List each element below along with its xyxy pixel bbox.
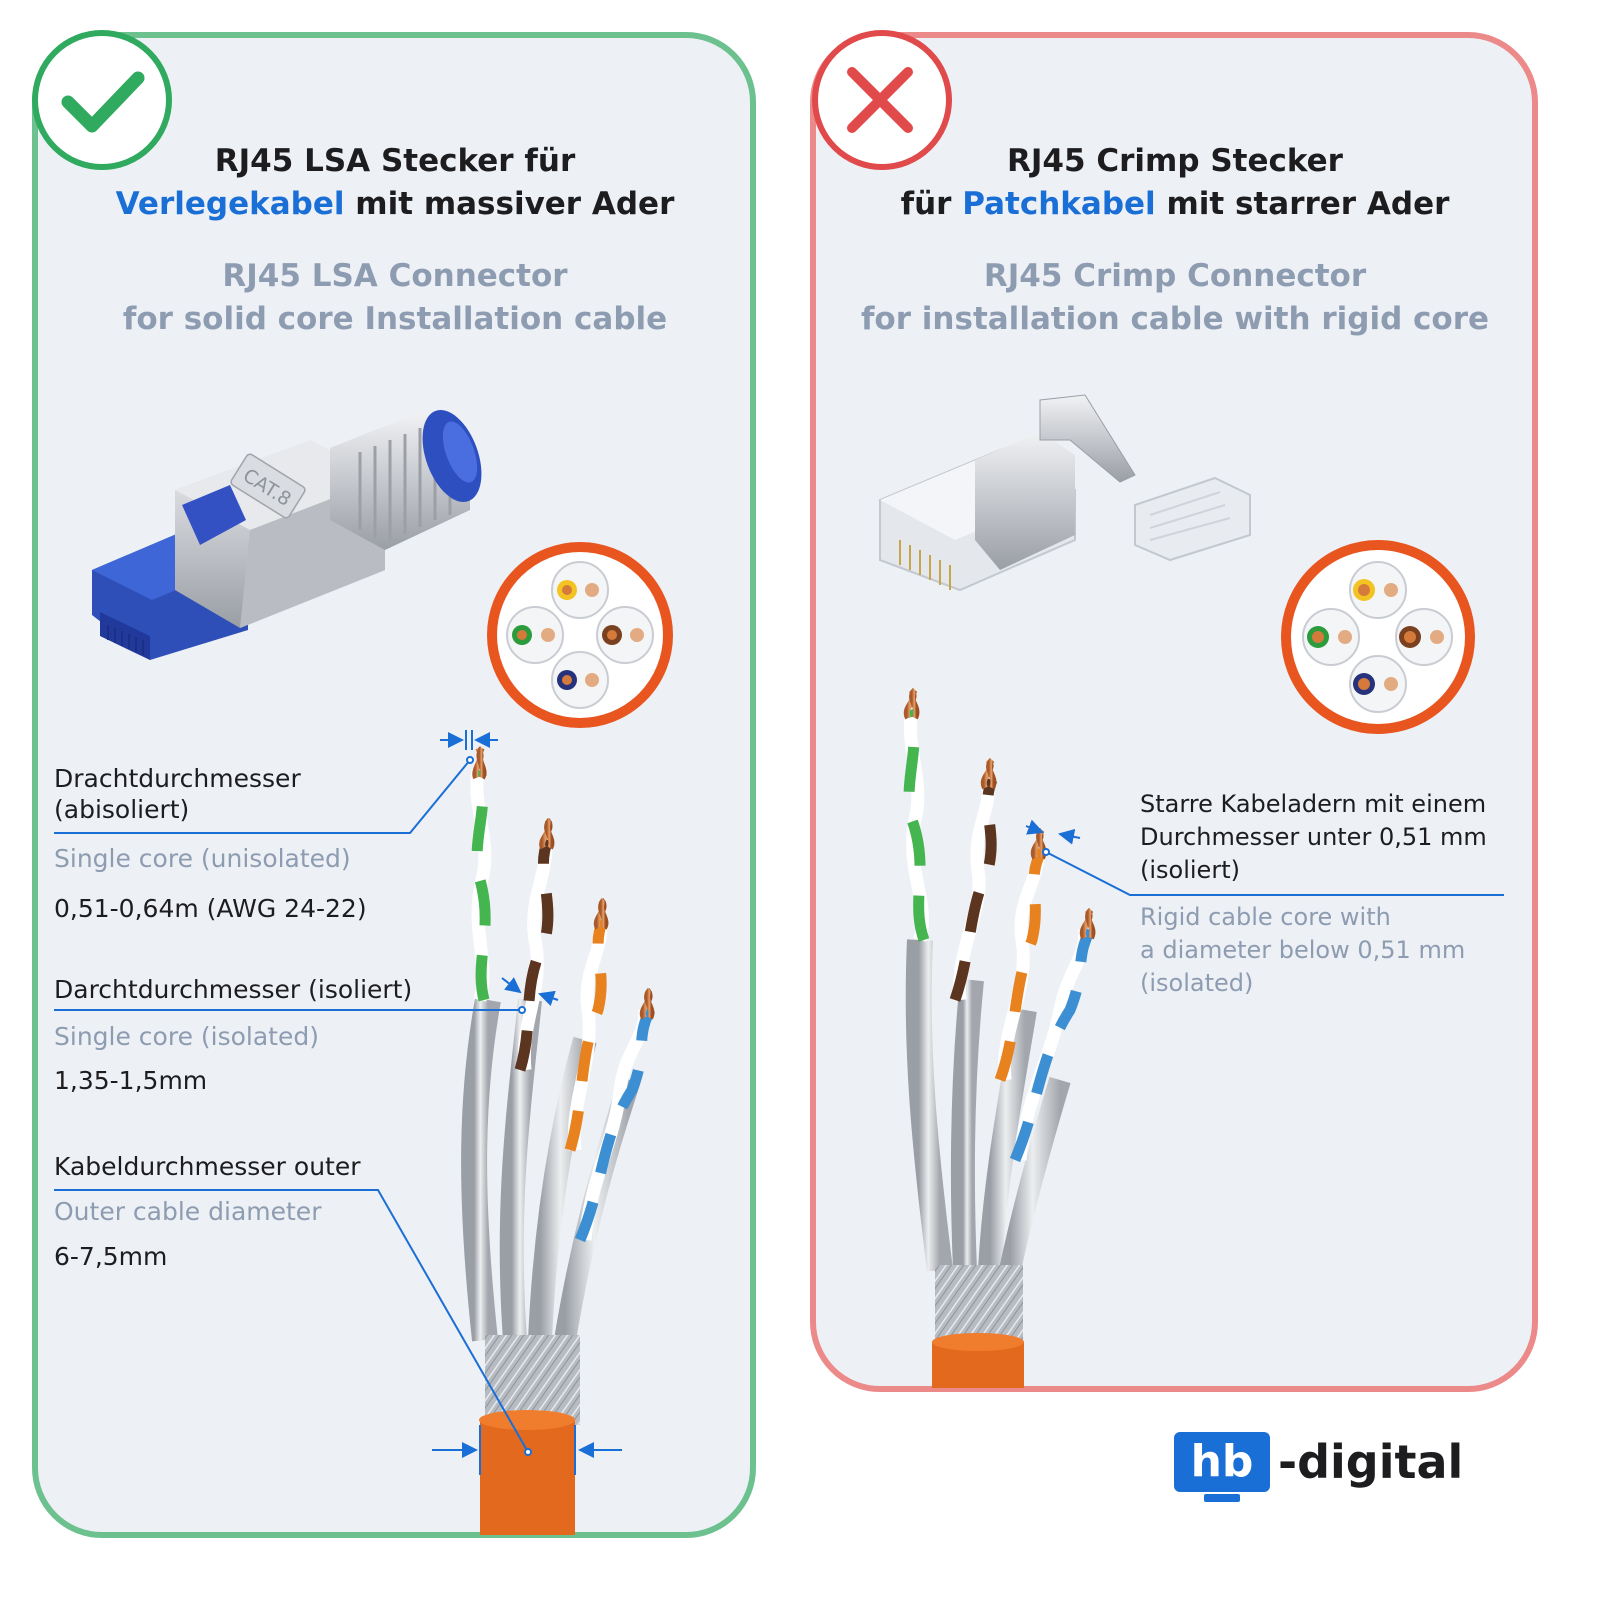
dimension-lines-left xyxy=(54,730,622,1475)
right-subtitle-line1: RJ45 Crimp Connector xyxy=(983,258,1367,294)
right-title-rest: mit starrer Ader xyxy=(1155,186,1450,222)
wire-diameter-en: Single core (unisolated) xyxy=(54,844,351,873)
right-title-highlight: Patchkabel xyxy=(962,186,1156,222)
left-title-line2: Verlegekabel mit massiver Ader xyxy=(60,183,730,226)
logo-mark-box xyxy=(1174,1432,1270,1492)
cable-pairs-left xyxy=(461,746,655,1535)
rigid-en-line1: Rigid cable core with xyxy=(1140,903,1391,931)
left-title: RJ45 LSA Stecker für Verlegekabel mit ma… xyxy=(60,140,730,226)
wire-diameter-value: 0,51-0,64m (AWG 24-22) xyxy=(54,894,367,923)
left-subtitle-line2: for solid core Installation cable xyxy=(122,301,668,337)
rigid-core-en: Rigid cable core with a diameter below 0… xyxy=(1140,901,1465,1000)
ok-badge xyxy=(32,30,172,170)
right-title-line2: für Patchkabel mit starrer Ader xyxy=(840,183,1510,226)
rigid-de-line2: Durchmesser unter 0,51 mm xyxy=(1140,823,1487,851)
right-subtitle-line2: for installation cable with rigid core xyxy=(860,301,1490,337)
cable-diameter-value: 6-7,5mm xyxy=(54,1242,168,1271)
logo-text: -digital xyxy=(1278,1435,1464,1489)
lsa-connector-image xyxy=(92,410,482,660)
cable-cross-section-left xyxy=(487,542,673,728)
badge-icons xyxy=(61,67,913,133)
wire-diameter-de-line1: Drachtdurchmesser xyxy=(54,764,301,793)
right-subtitle: RJ45 Crimp Connector for installation ca… xyxy=(840,255,1510,341)
right-title-line1: RJ45 Crimp Stecker xyxy=(1007,143,1343,179)
crimp-connector-image xyxy=(879,394,1251,592)
insulated-diameter-label: Darchtdurchmesser (isoliert) xyxy=(54,975,413,1004)
rigid-en-line2: a diameter below 0,51 mm xyxy=(1140,936,1466,964)
cable-cross-section-right xyxy=(1281,540,1475,734)
dimension-lines-right xyxy=(1025,819,1504,896)
rigid-core-label: Starre Kabeladern mit einem Durchmesser … xyxy=(1140,788,1487,887)
left-title-line1: RJ45 LSA Stecker für xyxy=(214,143,576,179)
rigid-de-line3: (isoliert) xyxy=(1140,856,1240,884)
left-title-rest: mit massiver Ader xyxy=(344,186,675,222)
left-subtitle-line1: RJ45 LSA Connector xyxy=(222,258,568,294)
hb-digital-logo: hb -digital xyxy=(1174,1430,1464,1510)
cable-pairs-right xyxy=(903,687,1096,1388)
left-panel xyxy=(32,32,756,1538)
left-subtitle: RJ45 LSA Connector for solid core Instal… xyxy=(60,255,730,341)
wire-diameter-label: Drachtdurchmesser (abisoliert) xyxy=(54,763,301,825)
insulated-diameter-en: Single core (isolated) xyxy=(54,1022,319,1051)
right-title-pre: für xyxy=(900,186,963,222)
check-mark-icon xyxy=(61,71,145,133)
rigid-en-line3: (isolated) xyxy=(1140,969,1254,997)
right-title: RJ45 Crimp Stecker für Patchkabel mit st… xyxy=(840,140,1510,226)
cable-diameter-label: Kabeldurchmesser outer xyxy=(54,1152,361,1181)
insulated-diameter-value: 1,35-1,5mm xyxy=(54,1066,208,1095)
cable-diameter-en: Outer cable diameter xyxy=(54,1197,322,1226)
wire-diameter-de-line2: (abisoliert) xyxy=(54,795,190,824)
rigid-de-line1: Starre Kabeladern mit einem xyxy=(1140,790,1487,818)
left-title-highlight: Verlegekabel xyxy=(115,186,345,222)
logo-mark-text: hb xyxy=(1190,1436,1254,1487)
cross-mark-stroke xyxy=(847,67,913,133)
logo-mark-stand xyxy=(1204,1494,1240,1502)
